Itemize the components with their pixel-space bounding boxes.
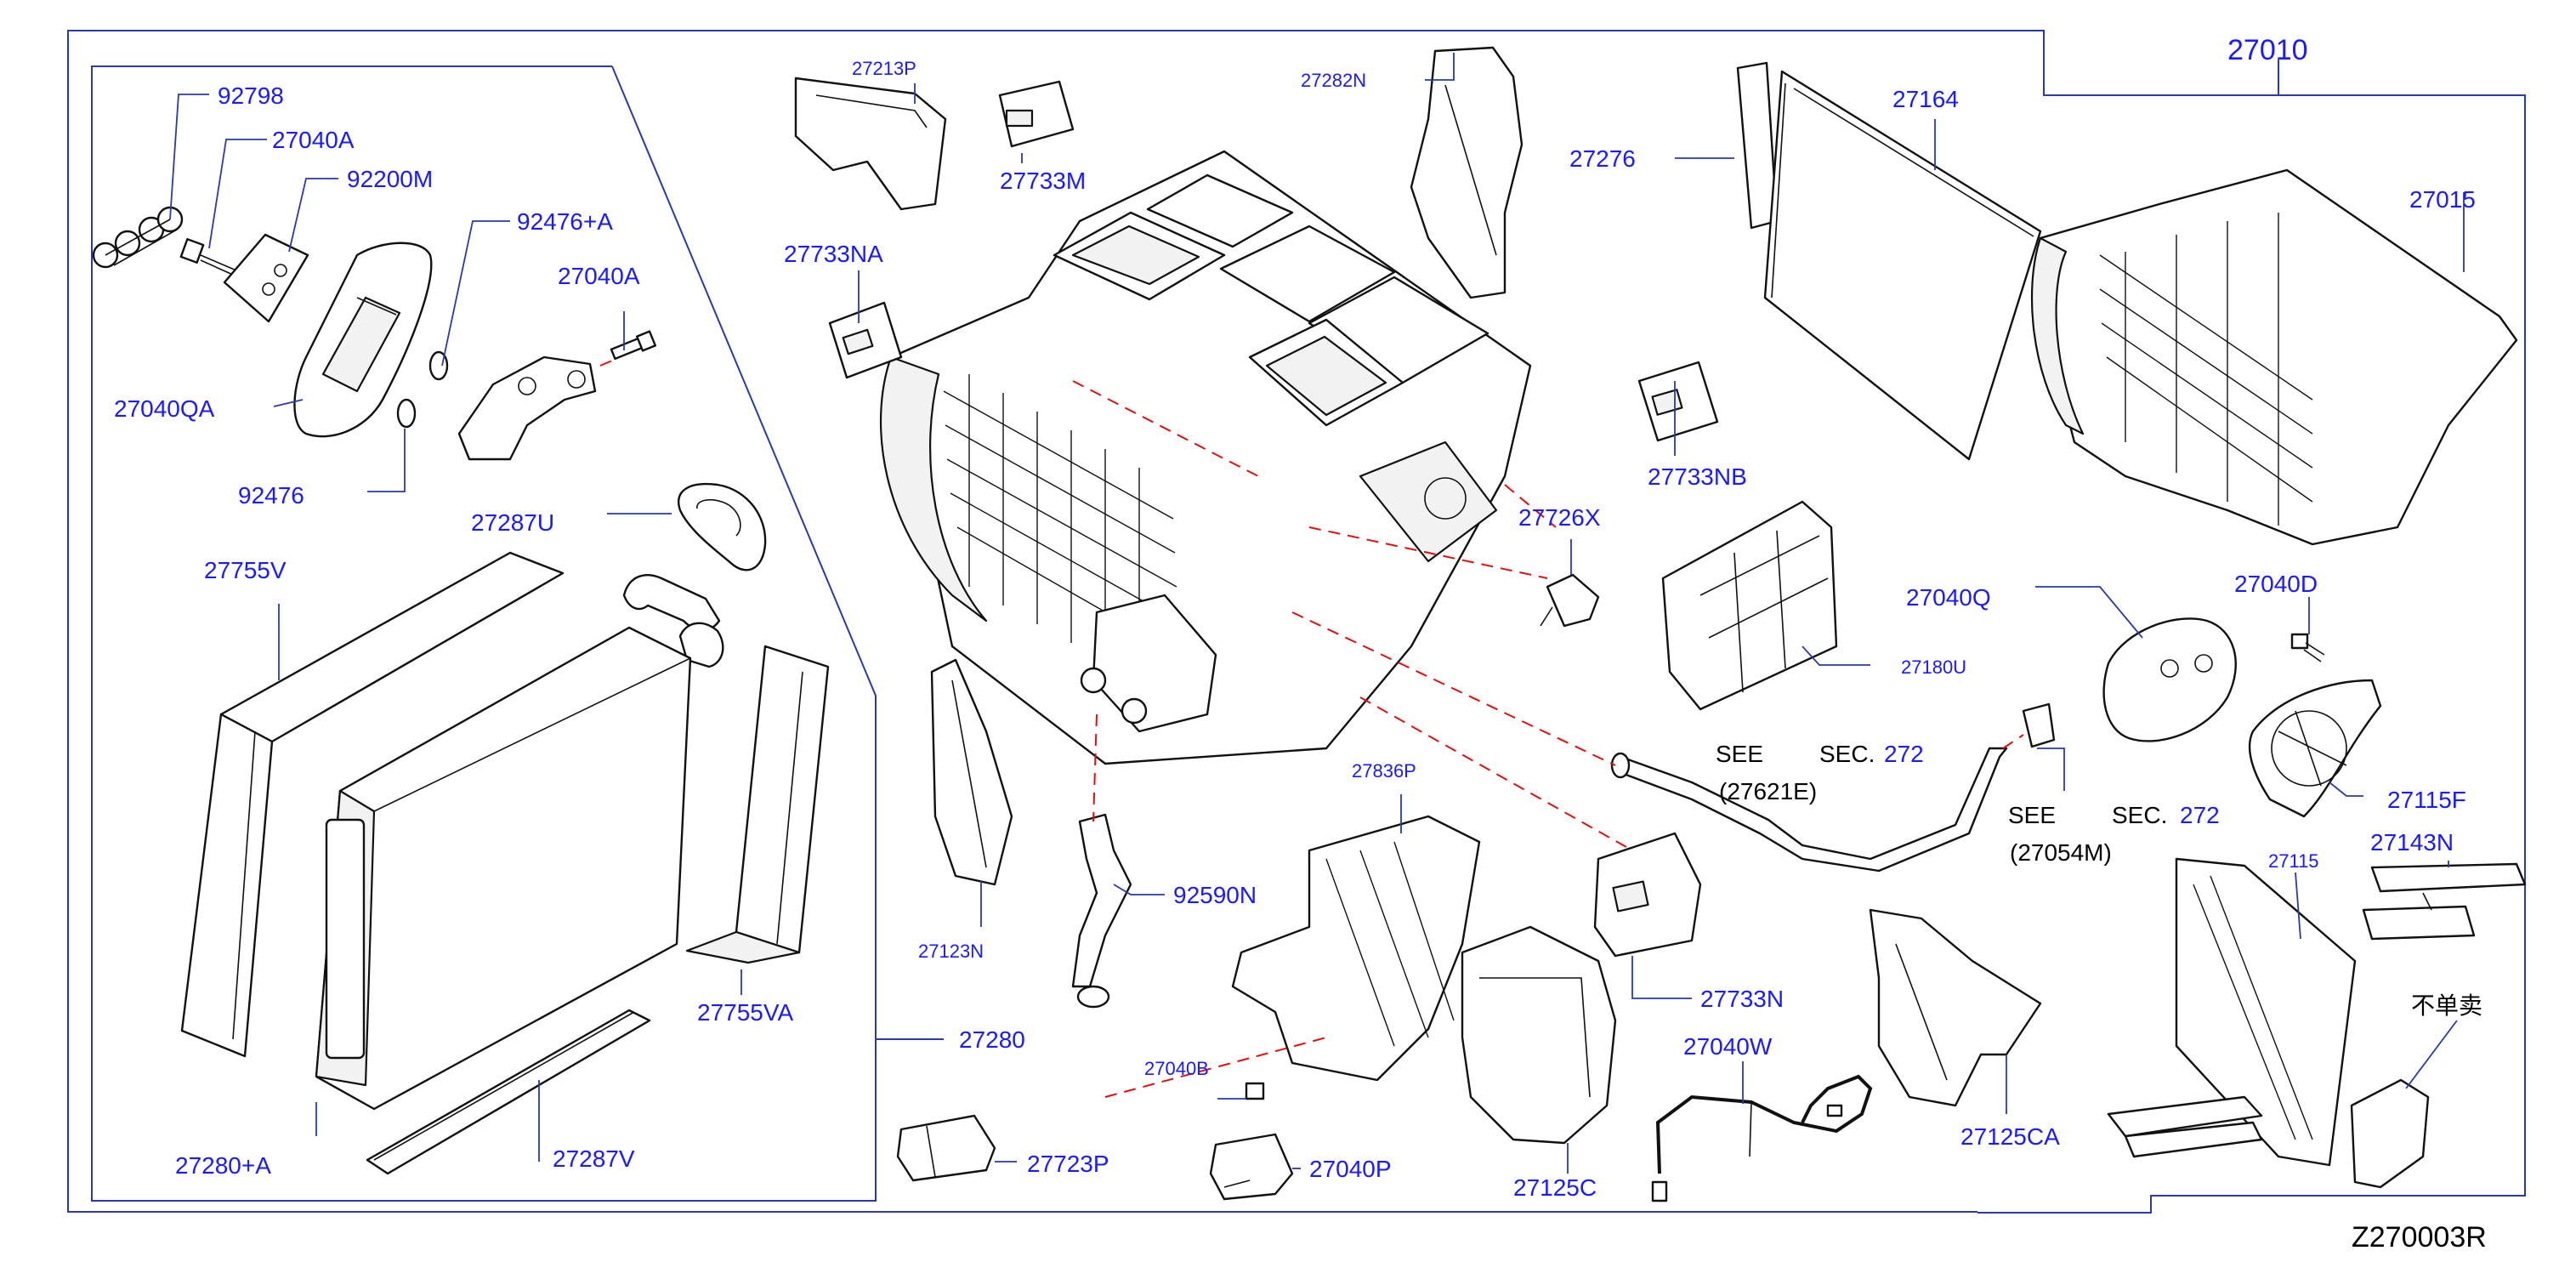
part-27280A-evaporator-core (315, 626, 692, 1111)
reference-see-sec-27621E: SEE SEC. 272 (27621E) (1716, 741, 1924, 804)
label-92590N: 92590N (1173, 882, 1257, 908)
label-27755V: 27755V (204, 557, 287, 583)
part-92200M-expansion-valve (223, 233, 309, 323)
part-27143N-harness (2362, 862, 2527, 941)
assembly-guides (1072, 380, 1616, 1098)
label-27040A-1: 27040A (272, 127, 355, 153)
part-27733N-actuator (1359, 696, 1702, 958)
label-27287V: 27287V (553, 1145, 635, 1172)
part-27755VA-seal (685, 645, 830, 964)
leader-lines (169, 53, 2465, 1174)
label-27280A: 27280+A (175, 1152, 271, 1179)
ref-see: SEE (1716, 741, 1763, 767)
label-27040P: 27040P (1309, 1156, 1392, 1182)
label-27040B: 27040B (1144, 1058, 1209, 1079)
label-27276: 27276 (1569, 145, 1636, 172)
part-92798-grommets (92, 206, 184, 269)
part-27180U-grille (1661, 500, 1838, 711)
label-92476A: 92476+A (517, 208, 613, 235)
label-27282N: 27282N (1301, 70, 1366, 91)
part-flange-block (457, 330, 656, 461)
part-27054M-sensor (2002, 702, 2056, 749)
not-sold-separately-note: 不单卖 (2411, 992, 2482, 1020)
label-27040W: 27040W (1683, 1033, 1773, 1060)
part-92476-orings (396, 350, 449, 429)
label-27040Q: 27040Q (1906, 584, 1991, 611)
part-evaporator-pipes (622, 574, 724, 668)
label-27836P: 27836P (1352, 760, 1416, 782)
label-27733NB: 27733NB (1648, 463, 1747, 490)
label-92476: 92476 (238, 482, 304, 509)
ref-section-number[interactable]: 272 (2180, 802, 2220, 828)
part-27733NA-actuator (828, 301, 903, 379)
part-27040Q-insulator (2102, 617, 2237, 742)
part-27164-cabin-filter (1763, 70, 2042, 461)
part-27287U-pipe-seal (678, 482, 767, 571)
ref-sec: SEC. (2112, 802, 2167, 828)
label-27015: 27015 (2409, 186, 2476, 213)
part-duct-bracket (2350, 1078, 2430, 1189)
part-27123N-duct (930, 658, 1013, 886)
reference-see-sec-27054M: SEE SEC. 272 (27054M) (2008, 802, 2220, 866)
assembly-frame (67, 30, 2526, 1214)
part-27280-heater-cooling-unit (879, 150, 1532, 765)
part-27040QA-insulator (293, 242, 433, 438)
label-27213P: 27213P (852, 58, 916, 79)
label-27180U: 27180U (1901, 657, 1966, 678)
part-27040W-harness (1651, 1074, 1873, 1202)
label-27010: 27010 (2227, 34, 2308, 66)
ref-code: (27054M) (2010, 839, 2112, 866)
part-27276-filter-cover (1736, 61, 1779, 230)
part-27040P-connector (1209, 1133, 1294, 1201)
part-27733NB-actuator (1637, 361, 1719, 442)
label-27115: 27115 (2268, 850, 2319, 872)
label-27125C: 27125C (1513, 1174, 1597, 1201)
part-27040D-screw (2290, 633, 2325, 662)
diagram-code: Z270003R (2352, 1221, 2487, 1253)
label-27164: 27164 (1892, 86, 1959, 112)
part-27213P-duct (794, 77, 947, 211)
part-27621E-hose (1610, 747, 2008, 873)
label-92798: 92798 (218, 82, 284, 109)
part-27755V-seal (180, 551, 565, 1058)
evaporator-subframe (91, 65, 944, 1202)
part-27287V-seal-strip (366, 1009, 651, 1175)
part-27723P-block (896, 1114, 996, 1182)
label-27280: 27280 (959, 1026, 1025, 1053)
label-27123N: 27123N (918, 941, 984, 962)
label-27733N: 27733N (1700, 986, 1784, 1012)
label-92200M: 92200M (347, 166, 433, 192)
ref-section-number[interactable]: 272 (1884, 741, 1924, 767)
label-27726X: 27726X (1518, 504, 1601, 531)
part-92590N-drain-hose (1071, 813, 1132, 1009)
ref-see: SEE (2008, 802, 2056, 828)
part-27282N-duct (1410, 46, 1523, 299)
part-27733M-actuator (998, 80, 1075, 148)
label-27115F: 27115F (2387, 787, 2466, 813)
ref-code: (27621E) (1719, 778, 1817, 804)
part-27015-unit-housing (2030, 168, 2518, 546)
part-27125C-duct (1461, 925, 1617, 1145)
label-27040A-2: 27040A (558, 263, 640, 289)
part-labels: 27010 27015 92798 27040A 92200M 92476+A … (114, 34, 2476, 1201)
label-27733M: 27733M (1000, 168, 1086, 194)
part-27726X-sensor (1540, 573, 1600, 628)
label-27040QA: 27040QA (114, 395, 215, 422)
label-27755VA: 27755VA (697, 999, 793, 1026)
ref-sec: SEC. (1819, 741, 1875, 767)
label-27287U: 27287U (471, 509, 554, 536)
label-27733NA: 27733NA (784, 241, 883, 267)
part-27125CA-duct (1869, 908, 2042, 1107)
label-27143N: 27143N (2370, 829, 2454, 856)
part-27040B-clip (1245, 1082, 1265, 1100)
label-27040D: 27040D (2234, 571, 2318, 597)
label-27723P: 27723P (1027, 1151, 1109, 1177)
part-27115-heater-core (2107, 857, 2357, 1167)
part-27115F-blower-motor (2248, 679, 2382, 818)
part-27836P-duct (1231, 815, 1481, 1082)
label-27125CA: 27125CA (1960, 1123, 2060, 1150)
